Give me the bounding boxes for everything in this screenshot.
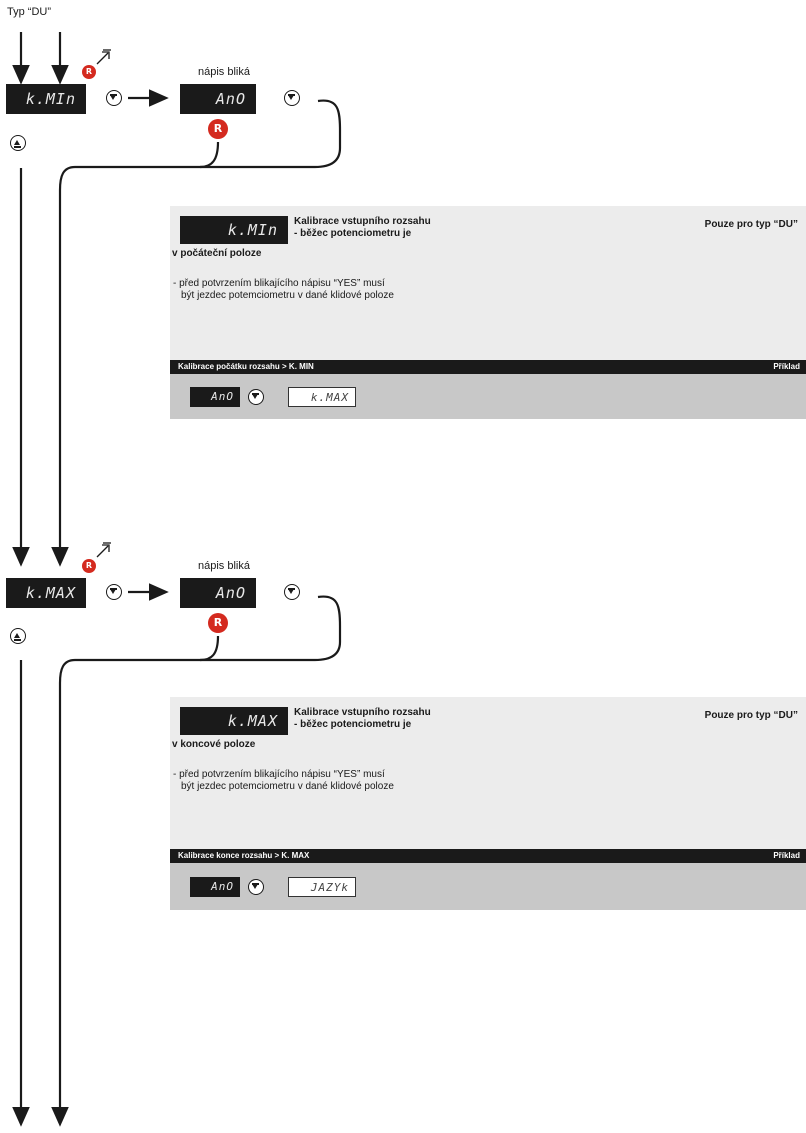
type-label: Typ “DU” — [7, 6, 51, 18]
up-button-icon[interactable] — [10, 135, 26, 151]
info-panel-k-max: k.MAX Kalibrace vstupního rozsahu - běže… — [170, 697, 806, 910]
panel-display: k.MIn — [180, 216, 288, 244]
info-panel-k-min: k.MIn Kalibrace vstupního rozsahu - běže… — [170, 206, 806, 419]
example-area: AnO k.MAX — [170, 374, 806, 419]
bar-title: Kalibrace počátku rozsahu > K. MIN — [178, 362, 314, 371]
reset-icon[interactable]: R — [82, 559, 96, 573]
panel-type-note: Pouze pro typ “DU” — [704, 710, 798, 721]
blink-label: nápis bliká — [198, 560, 250, 572]
example-from-display: AnO — [190, 877, 240, 897]
example-to-display: k.MAX — [288, 387, 356, 407]
down-button-icon — [248, 389, 264, 405]
reset-button-icon[interactable]: R — [208, 613, 228, 633]
panel-title: Kalibrace vstupního rozsahu - běžec pote… — [294, 216, 431, 239]
k-max-display: k.MAX — [6, 578, 86, 608]
panel-title: Kalibrace vstupního rozsahu - běžec pote… — [294, 707, 431, 730]
down-button-icon — [248, 879, 264, 895]
k-min-display: k.MIn — [6, 84, 86, 114]
ano-display: AnO — [180, 578, 256, 608]
bar-example: Příklad — [773, 851, 800, 860]
panel-bar: Kalibrace konce rozsahu > K. MAX Příklad — [170, 849, 806, 863]
panel-title-line3: v koncové poloze — [172, 739, 256, 750]
down-button-icon[interactable] — [106, 584, 122, 600]
panel-title-line3: v počáteční poloze — [172, 248, 262, 259]
bar-example: Příklad — [773, 362, 800, 371]
reset-icon[interactable]: R — [82, 65, 96, 79]
down-button-icon[interactable] — [106, 90, 122, 106]
reset-button-icon[interactable]: R — [208, 119, 228, 139]
example-to-display: JAZYk — [288, 877, 356, 897]
panel-display: k.MAX — [180, 707, 288, 735]
down-button-icon[interactable] — [284, 584, 300, 600]
down-button-icon[interactable] — [284, 90, 300, 106]
ano-display: AnO — [180, 84, 256, 114]
up-button-icon[interactable] — [10, 628, 26, 644]
panel-type-note: Pouze pro typ “DU” — [704, 219, 798, 230]
blink-label: nápis bliká — [198, 66, 250, 78]
example-area: AnO JAZYk — [170, 863, 806, 910]
panel-note: - před potvrzením blikajícího nápisu “YE… — [173, 769, 394, 792]
panel-bar: Kalibrace počátku rozsahu > K. MIN Příkl… — [170, 360, 806, 374]
example-from-display: AnO — [190, 387, 240, 407]
panel-note: - před potvrzením blikajícího nápisu “YE… — [173, 278, 394, 301]
bar-title: Kalibrace konce rozsahu > K. MAX — [178, 851, 310, 860]
